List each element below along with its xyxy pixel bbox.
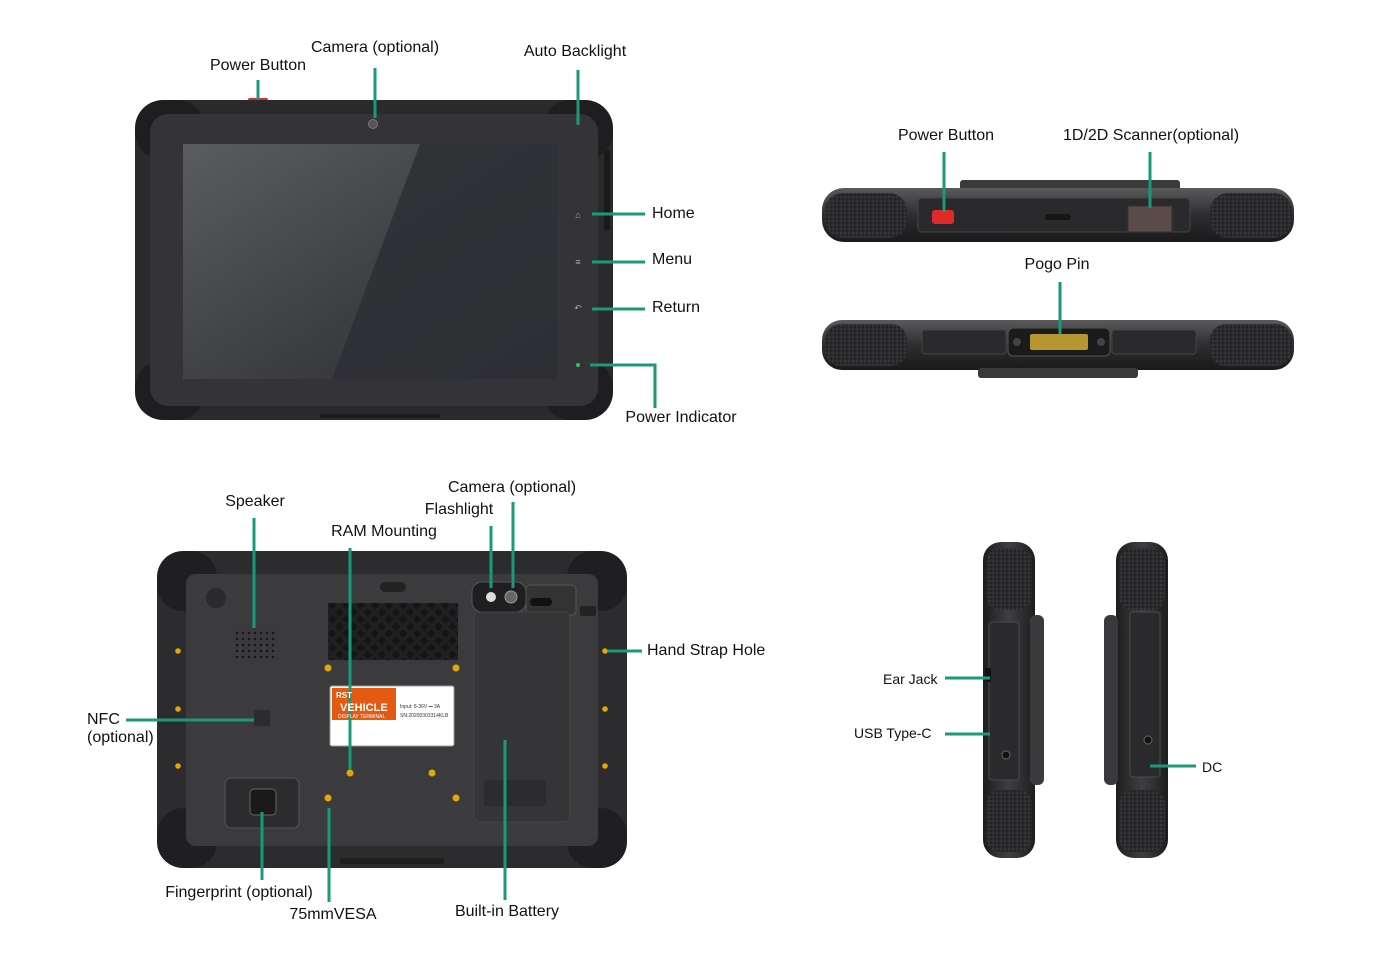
label-front-power-button: Power Button (209, 57, 307, 74)
speaker-grille (234, 628, 276, 660)
top-power-button (932, 210, 954, 224)
label-back-camera: Camera (optional) (447, 479, 577, 496)
label-return: Return (652, 299, 701, 316)
label-fingerprint: Fingerprint (optional) (165, 884, 313, 901)
sticker-subtitle: DISPLAY TERMINAL (338, 714, 385, 720)
label-hand-strap-hole: Hand Strap Hole (647, 642, 766, 659)
battery-cover (473, 611, 571, 823)
front-camera (368, 119, 378, 129)
sticker-title: VEHICLE (340, 702, 388, 714)
label-top-power-button: Power Button (897, 127, 995, 144)
label-auto-backlight: Auto Backlight (523, 43, 627, 60)
return-arrow-icon: ↶ (574, 303, 582, 313)
label-dc: DC (1202, 759, 1223, 775)
leader-lines (126, 68, 1196, 902)
label-home: Home (652, 205, 695, 222)
label-nfc-line2: (optional) (87, 729, 154, 746)
right-side-view (1104, 542, 1168, 858)
pogo-pin-connector (1030, 334, 1088, 350)
menu-icon: ≡ (575, 257, 580, 267)
label-usb-c: USB Type-C (854, 725, 932, 741)
label-power-indicator: Power Indicator (625, 409, 737, 426)
label-pogo-pin: Pogo Pin (1024, 256, 1090, 273)
label-speaker: Speaker (225, 493, 285, 510)
label-battery: Built-in Battery (454, 903, 560, 920)
label-front-camera: Camera (optional) (310, 39, 440, 56)
label-ram-mounting: RAM Mounting (331, 523, 437, 540)
label-nfc: NFC (optional) (87, 711, 154, 747)
power-indicator-led (576, 363, 580, 367)
bottom-edge-view (822, 320, 1294, 378)
front-view: ⌂ ≡ ↶ (135, 98, 613, 420)
flashlight (486, 592, 496, 602)
sticker-brand: RST (336, 691, 352, 700)
label-menu: Menu (652, 251, 693, 268)
scanner-window (1127, 205, 1173, 233)
home-icon: ⌂ (575, 210, 580, 220)
sticker-text: RST VEHICLE DISPLAY TERMINAL Input: 8-36… (336, 691, 449, 720)
label-nfc-line1: NFC (87, 711, 120, 728)
sticker-input: Input: 8-36V ⎓ 3A (400, 704, 441, 710)
label-scanner: 1D/2D Scanner(optional) (1062, 127, 1240, 144)
sticker-serial: SN:20200303314KLB (400, 713, 449, 719)
label-flashlight: Flashlight (424, 501, 494, 518)
label-vesa: 75mmVESA (289, 906, 377, 923)
left-side-view (983, 542, 1044, 858)
top-edge-view (822, 180, 1294, 242)
label-ear-jack: Ear Jack (883, 671, 938, 687)
nfc-area (254, 710, 270, 726)
back-camera (504, 590, 518, 604)
back-view (157, 551, 627, 868)
ram-mount-vent (328, 603, 458, 660)
